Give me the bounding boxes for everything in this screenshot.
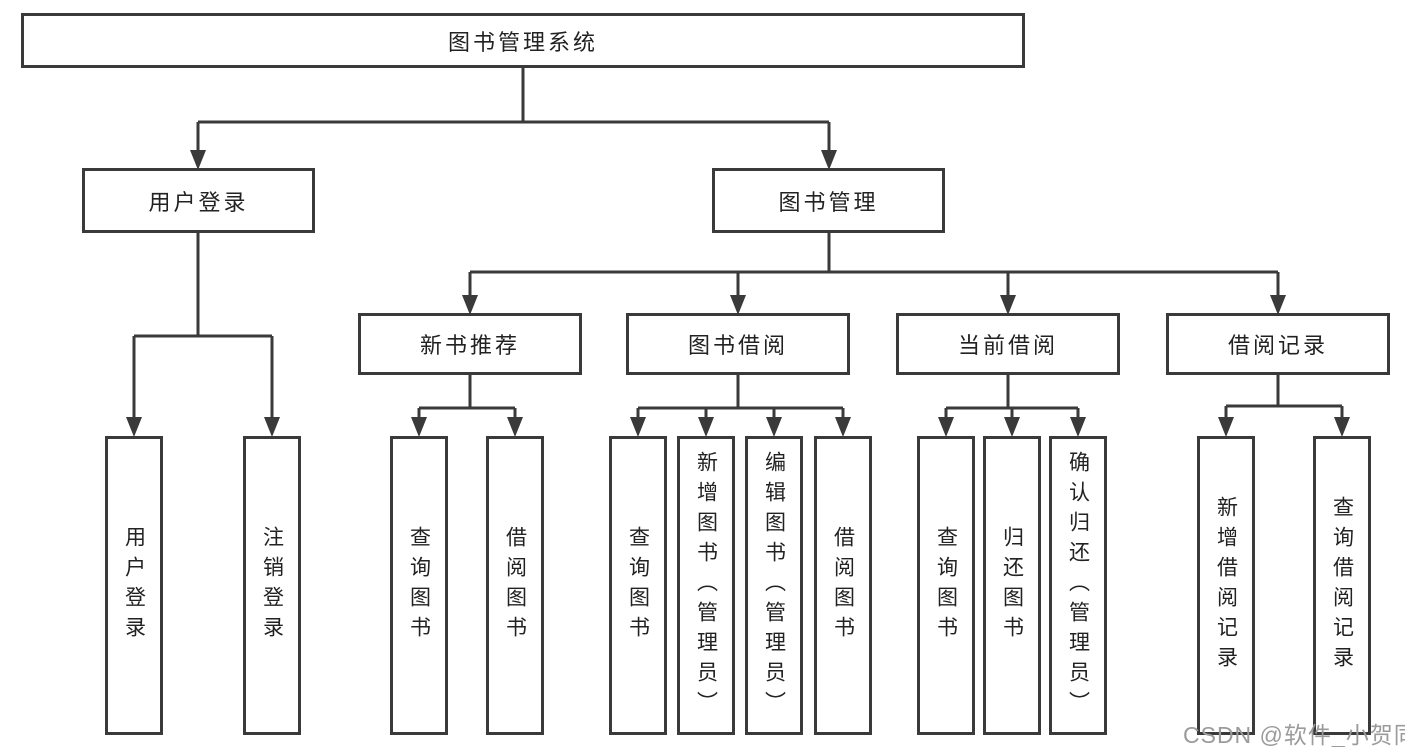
node-current-borrow: 当前借阅 (896, 313, 1120, 375)
node-label: 借阅图书 (831, 525, 855, 646)
node-label: 借阅图书 (503, 525, 527, 646)
leaf-query-borrow-record: 查询借阅记录 (1313, 436, 1371, 735)
connector-book-management-children (468, 233, 1280, 297)
leaf-edit-books-admin: 编辑图书（管理员） (745, 436, 803, 735)
connector-user-login-children (132, 233, 274, 420)
node-label: 图书借阅 (687, 333, 788, 358)
node-label: 归还图书 (1000, 525, 1024, 646)
node-label: 注销登录 (260, 525, 284, 646)
leaf-query-books-recommend: 查询图书 (390, 436, 448, 735)
node-new-book-recommend: 新书推荐 (358, 313, 582, 375)
connector-root-to-level2 (196, 68, 831, 152)
leaf-add-books-admin: 新增图书（管理员） (677, 436, 735, 735)
arrowheads-user-login-children (126, 417, 280, 437)
watermark-text: CSDN @软件_小贺同学 (1183, 722, 1405, 747)
node-label: 图书管理 (778, 189, 879, 215)
arrowheads-level3 (462, 295, 1286, 315)
arrowheads-current-borrow-children (938, 417, 1086, 437)
leaf-confirm-return-admin: 确认归还（管理员） (1049, 436, 1107, 735)
node-label: 查询图书 (626, 525, 650, 646)
node-user-login: 用户登录 (82, 168, 315, 233)
leaf-user-login: 用户登录 (105, 436, 163, 735)
node-label: 图书管理系统 (447, 29, 598, 55)
node-label: 新增图书（管理员） (694, 450, 718, 721)
leaf-logout: 注销登录 (243, 436, 301, 735)
node-library-management-system: 图书管理系统 (21, 13, 1025, 68)
node-label: 编辑图书（管理员） (762, 450, 786, 721)
arrowheads-new-book-recommend-children (411, 417, 523, 437)
node-borrow-records: 借阅记录 (1166, 313, 1390, 375)
node-label: 查询借阅记录 (1330, 495, 1354, 676)
leaf-query-books-borrow: 查询图书 (609, 436, 667, 735)
connector-new-book-recommend-children (417, 375, 517, 420)
node-label: 查询图书 (407, 525, 431, 646)
node-book-borrow: 图书借阅 (626, 313, 850, 375)
leaf-add-borrow-record: 新增借阅记录 (1197, 436, 1255, 735)
leaf-return-books: 归还图书 (983, 436, 1041, 735)
node-label: 用户登录 (148, 189, 249, 215)
connector-book-borrow-children (636, 375, 845, 420)
node-label: 用户登录 (122, 525, 146, 646)
node-label: 新增借阅记录 (1214, 495, 1238, 676)
node-label: 新书推荐 (419, 333, 520, 358)
node-label: 当前借阅 (957, 333, 1058, 358)
arrowheads-book-borrow-children (630, 417, 851, 437)
arrowheads-level2 (190, 150, 837, 170)
leaf-borrow-books-recommend: 借阅图书 (486, 436, 544, 735)
node-label: 查询图书 (934, 525, 958, 646)
arrowheads-borrow-records-children (1218, 417, 1350, 437)
node-label: 确认归还（管理员） (1066, 450, 1090, 721)
connector-borrow-records-children (1224, 375, 1344, 420)
node-label: 借阅记录 (1227, 333, 1328, 358)
leaf-query-books-current: 查询图书 (917, 436, 975, 735)
node-book-management: 图书管理 (712, 168, 945, 233)
leaf-borrow-books: 借阅图书 (814, 436, 872, 735)
connector-current-borrow-children (944, 375, 1080, 420)
